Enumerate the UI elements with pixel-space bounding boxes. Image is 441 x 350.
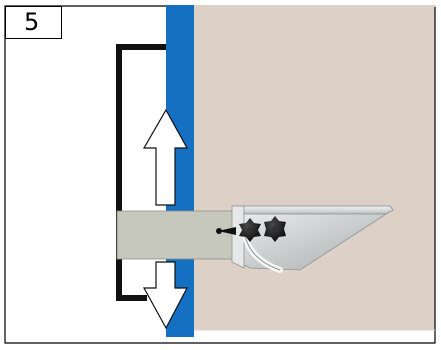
tray-bracket [117,211,237,259]
step-number: 5 [5,6,62,39]
background-panel [193,6,435,330]
